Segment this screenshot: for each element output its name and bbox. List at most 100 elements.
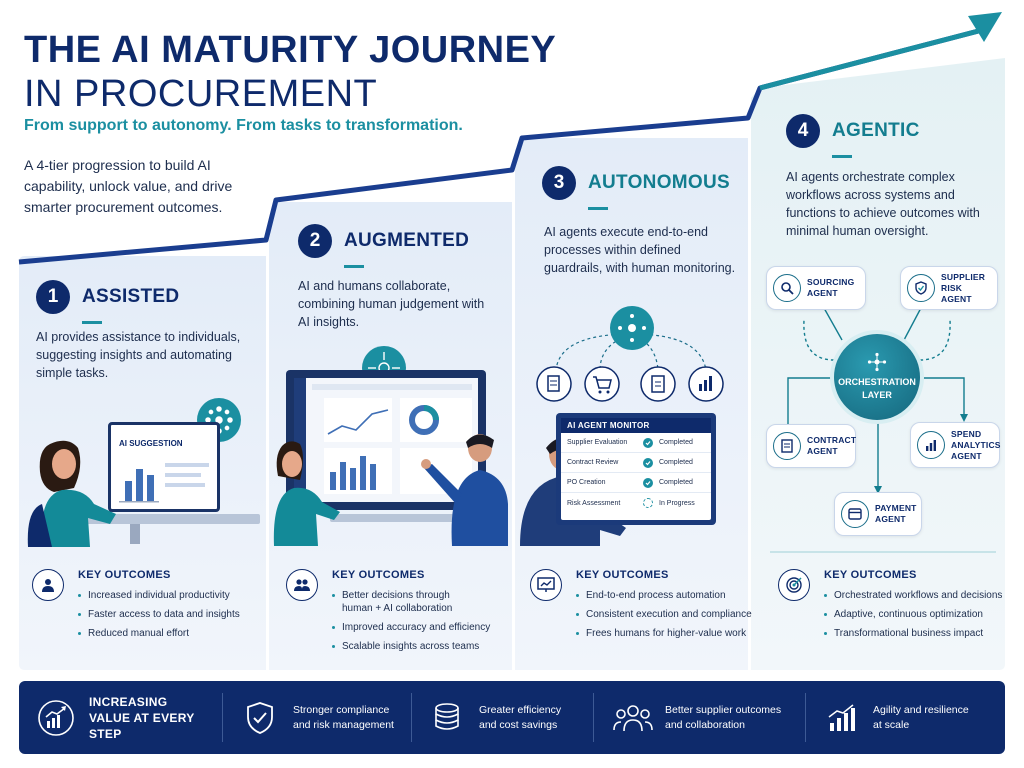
contract-agent-node: CONTRACT AGENT xyxy=(766,424,856,468)
tier-3-name: AUTONOMOUS xyxy=(588,172,730,193)
sourcing-agent-node: SOURCING AGENT xyxy=(766,266,866,310)
ai-agent-monitor: AI AGENT MONITOR Supplier Evaluation Com… xyxy=(556,413,716,525)
team-icon xyxy=(613,704,653,731)
banner-headline-item: INCREASING VALUE AT EVERY STEP xyxy=(37,681,209,754)
tier-2-description: AI and humans collaborate, combining hum… xyxy=(298,279,485,329)
tier-1-name: ASSISTED xyxy=(82,286,180,307)
target-icon xyxy=(778,569,810,601)
list-item: Frees humans for higher-value work xyxy=(576,627,752,640)
task-name: Contract Review xyxy=(567,459,619,466)
tier-4-header: 4 AGENTIC xyxy=(786,114,920,148)
analytics-icon xyxy=(688,366,724,402)
growth-line xyxy=(18,25,991,265)
search-icon xyxy=(773,274,801,302)
list-item: End-to-end process automation xyxy=(576,589,752,602)
banner-item-supplier: Better supplier outcomes and collaborati… xyxy=(613,681,791,754)
growth-bars-icon xyxy=(828,703,855,731)
payment-agent-label: PAYMENT AGENT xyxy=(875,503,917,524)
monitor-chart-icon xyxy=(530,569,562,601)
banner-item-label: Stronger compliance and risk management xyxy=(293,703,394,731)
list-item: Orchestrated workflows and decisions xyxy=(824,589,1002,602)
tier-4-name: AGENTIC xyxy=(832,120,920,141)
task-name: Supplier Evaluation xyxy=(567,439,628,446)
growth-chart-icon xyxy=(38,699,74,736)
shield-check-icon xyxy=(247,701,273,734)
page-subtitle: From support to autonomy. From tasks to … xyxy=(24,117,463,134)
contract-agent-label: CONTRACT AGENT xyxy=(807,435,857,456)
arrow-head-icon xyxy=(968,12,1002,42)
monitor-title: AI AGENT MONITOR xyxy=(561,418,711,433)
tier-3-description: AI agents execute end-to-end processes w… xyxy=(544,225,736,275)
network-icon xyxy=(867,352,887,372)
tier-1-outcomes-title: KEY OUTCOMES xyxy=(78,569,171,581)
task-status: Completed xyxy=(659,459,693,466)
sourcing-agent-label: SOURCING AGENT xyxy=(807,277,855,298)
table-row: PO Creation Completed xyxy=(561,473,711,493)
task-status: Completed xyxy=(659,439,693,446)
title-line-2: IN PROCUREMENT xyxy=(24,73,378,115)
tier-4-underline xyxy=(832,155,852,158)
orchestration-layer: ORCHESTRATION LAYER xyxy=(834,334,920,420)
banner-item-compliance: Stronger compliance and risk management xyxy=(245,681,403,754)
payment-agent-node: PAYMENT AGENT xyxy=(834,492,922,536)
tier-1-number: 1 xyxy=(36,280,70,314)
banner-divider xyxy=(222,693,223,742)
tier-2-outcomes-list: Better decisions through human + AI coll… xyxy=(332,589,490,659)
page-title: THE AI MATURITY JOURNEY IN PROCUREMENT xyxy=(24,28,556,116)
cart-icon xyxy=(584,366,620,402)
tier-4-outcomes-title: KEY OUTCOMES xyxy=(824,569,917,581)
tier-4-description: AI agents orchestrate complex workflows … xyxy=(786,170,980,238)
progress-icon xyxy=(643,498,653,508)
tier-2-header: 2 AUGMENTED xyxy=(298,224,469,258)
tier-2-name: AUGMENTED xyxy=(344,230,470,251)
orchestration-label: ORCHESTRATION LAYER xyxy=(838,377,916,400)
list-item: Increased individual productivity xyxy=(78,589,240,602)
tier-2-illustration xyxy=(273,346,508,546)
list-item: Transformational business impact xyxy=(824,627,1002,640)
list-item: Improved accuracy and efficiency xyxy=(332,621,490,634)
tier-2-outcomes-title: KEY OUTCOMES xyxy=(332,569,425,581)
banner-item-agility: Agility and resilience at scale xyxy=(827,681,969,754)
tier-1-outcomes-list: Increased individual productivity Faster… xyxy=(78,589,240,646)
table-row: Supplier Evaluation Completed xyxy=(561,433,711,453)
banner-item-label: Agility and resilience at scale xyxy=(873,703,969,731)
check-icon xyxy=(643,477,653,488)
tier-2-underline xyxy=(344,265,364,268)
list-item: Scalable insights across teams xyxy=(332,640,490,653)
bar-chart-icon xyxy=(119,463,209,503)
supplier-risk-agent-label: SUPPLIER RISK AGENT xyxy=(941,271,986,304)
growth-line-highlight xyxy=(759,25,991,91)
check-icon xyxy=(643,457,653,468)
supplier-risk-agent-node: SUPPLIER RISK AGENT xyxy=(900,266,998,310)
tier-1-header: 1 ASSISTED xyxy=(36,280,179,314)
list-item: Consistent execution and compliance xyxy=(576,608,752,621)
table-row: Contract Review Completed xyxy=(561,453,711,473)
people-icon xyxy=(286,569,318,601)
spend-analytics-agent-node: SPEND ANALYTICS AGENT xyxy=(910,422,1000,468)
banner-headline: INCREASING VALUE AT EVERY STEP xyxy=(89,694,195,741)
page-description: A 4-tier progression to build AI capabil… xyxy=(24,157,233,215)
tier-3-underline xyxy=(588,207,608,210)
tier-3-agent-network xyxy=(536,306,724,402)
banner-item-label: Better supplier outcomes and collaborati… xyxy=(665,703,782,731)
tier-1-underline xyxy=(82,321,102,324)
document-icon xyxy=(536,366,572,402)
coins-icon xyxy=(435,702,459,730)
task-name: PO Creation xyxy=(567,479,606,486)
tier-3-outcomes-list: End-to-end process automation Consistent… xyxy=(576,589,752,646)
task-status: In Progress xyxy=(659,499,695,507)
list-item: Reduced manual effort xyxy=(78,627,240,640)
ai-suggestion-label: AI SUGGESTION xyxy=(119,439,183,448)
list-item: Better decisions through human + AI coll… xyxy=(332,589,472,615)
table-row: Risk Assessment In Progress xyxy=(561,493,711,513)
tier-3-number: 3 xyxy=(542,166,576,200)
tier-4-outcomes-list: Orchestrated workflows and decisions Ada… xyxy=(824,589,1002,646)
banner-divider xyxy=(411,693,412,742)
list-item: Adaptive, continuous optimization xyxy=(824,608,1002,621)
person-icon xyxy=(32,569,64,601)
banner-divider xyxy=(593,693,594,742)
tier-4-number: 4 xyxy=(786,114,820,148)
list-item: Faster access to data and insights xyxy=(78,608,240,621)
ai-suggestion-screen: AI SUGGESTION xyxy=(108,422,220,512)
tier-3-outcomes-title: KEY OUTCOMES xyxy=(576,569,669,581)
